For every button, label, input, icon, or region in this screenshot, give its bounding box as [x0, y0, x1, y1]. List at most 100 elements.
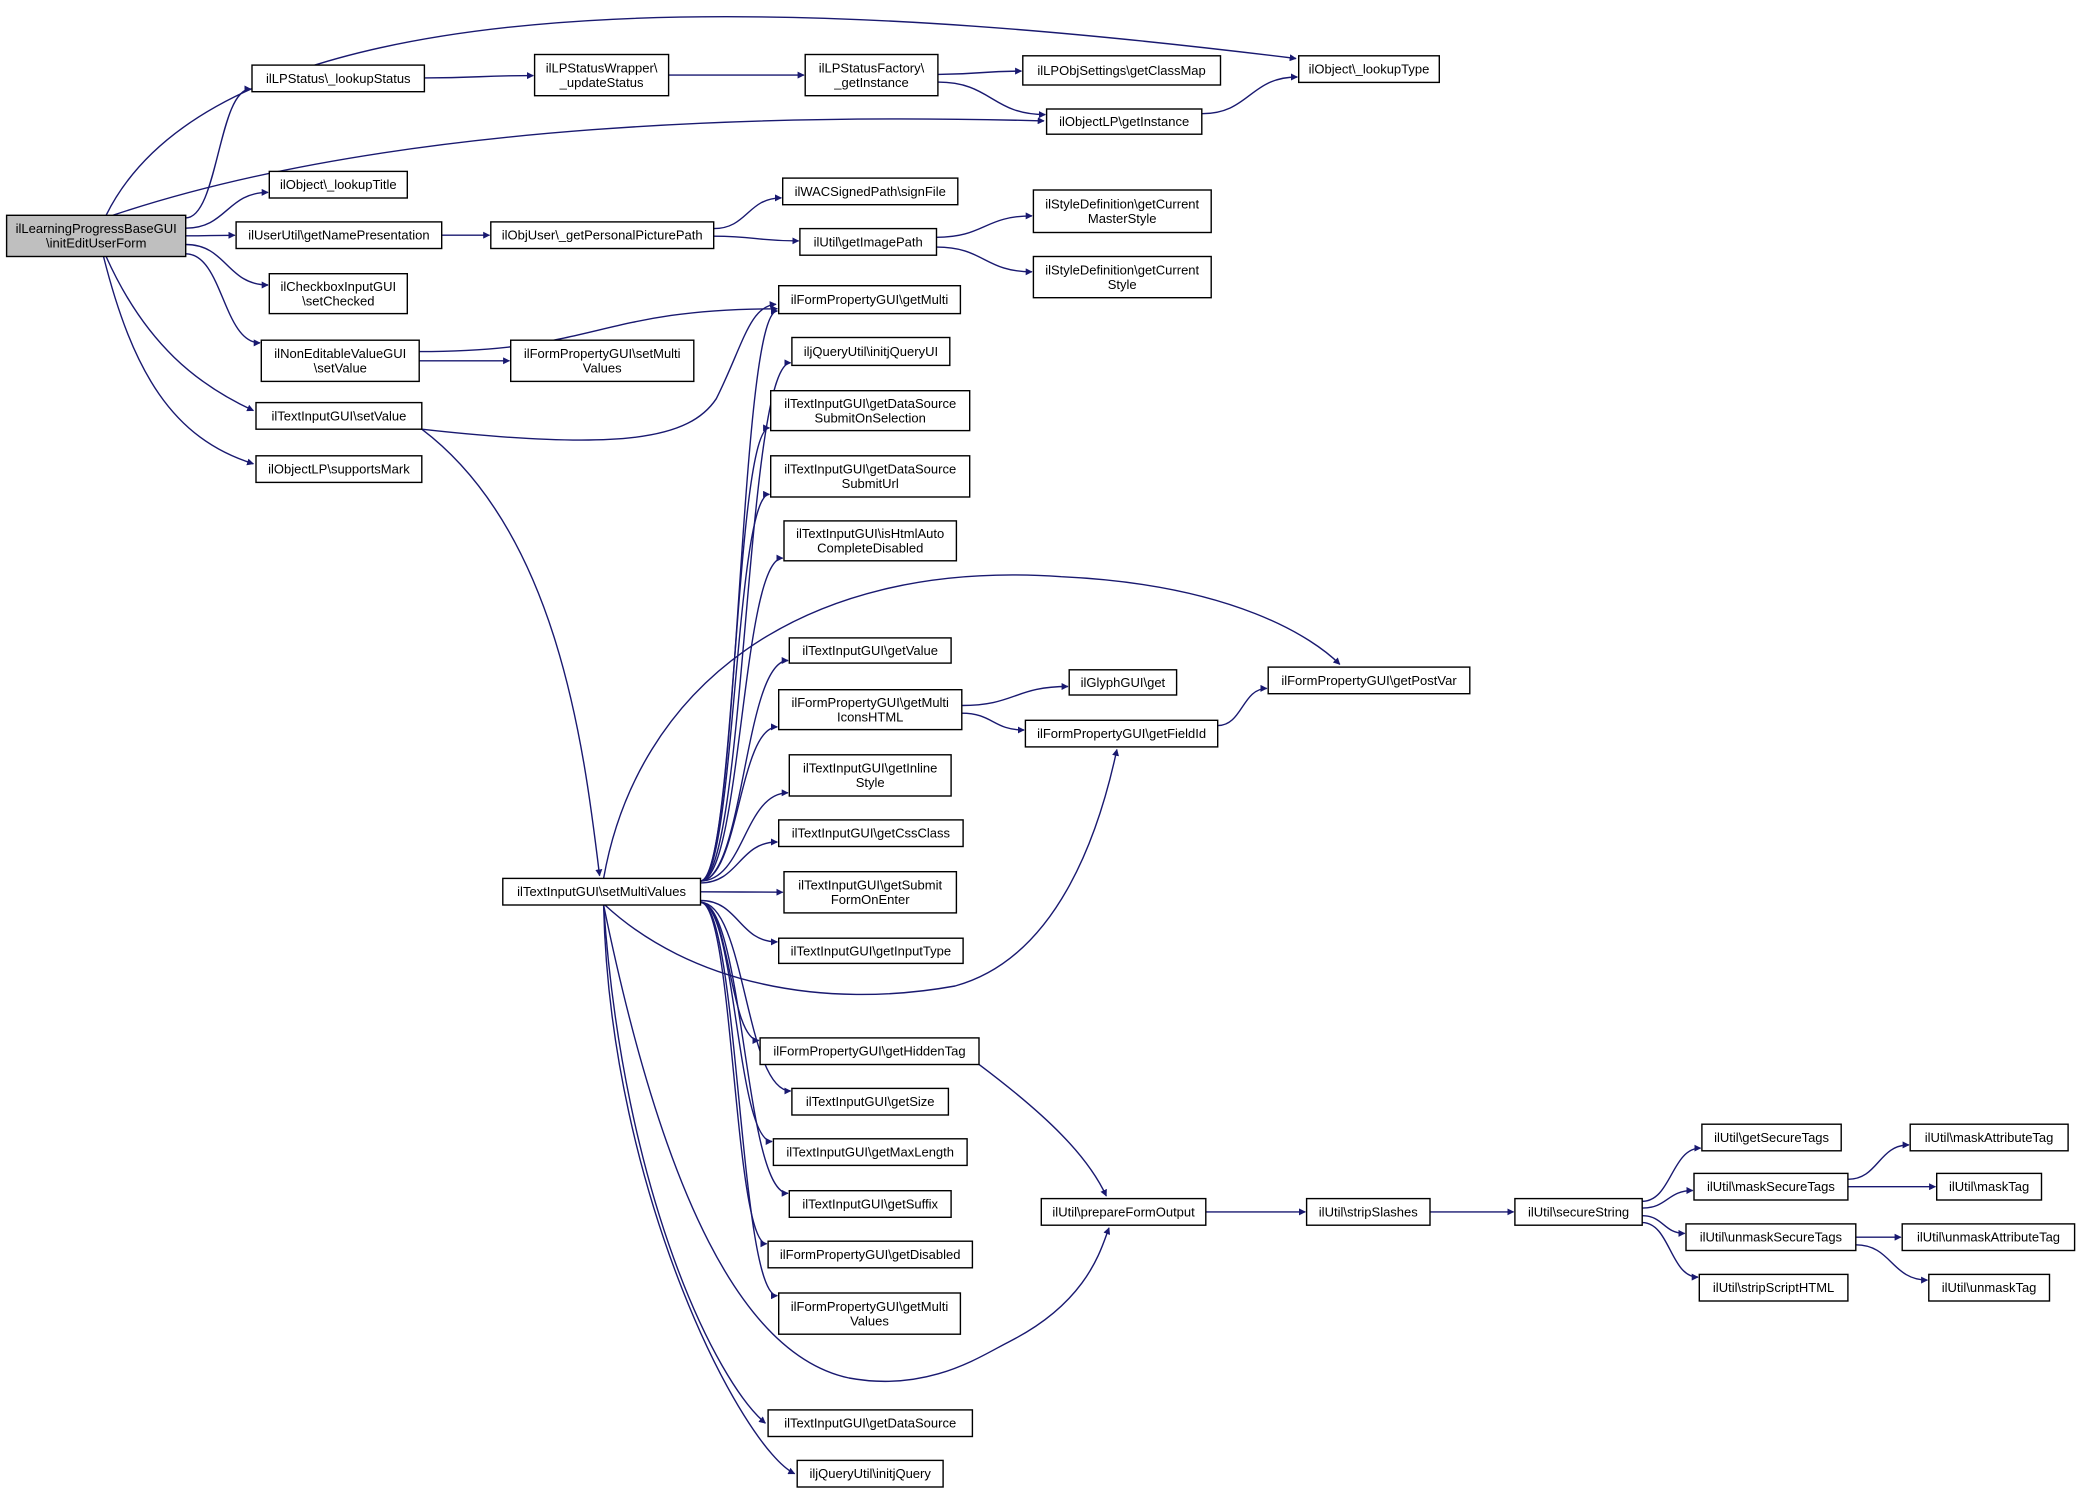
- function-node[interactable]: ilTextInputGUI\getMaxLength: [772, 1138, 968, 1167]
- node-label: ilTextInputGUI\getDataSource: [784, 396, 956, 411]
- function-node[interactable]: ilObject\_lookupType: [1297, 55, 1440, 84]
- function-node[interactable]: ilTextInputGUI\setMultiValues: [502, 877, 702, 906]
- function-node[interactable]: ilTextInputGUI\getSuffix: [788, 1189, 952, 1218]
- function-node[interactable]: ilTextInputGUI\getSize: [791, 1087, 950, 1116]
- function-node[interactable]: ilFormPropertyGUI\getHiddenTag: [759, 1037, 980, 1066]
- call-edge: [602, 574, 1341, 879]
- node-box: [1514, 1197, 1643, 1226]
- node-box: [235, 221, 443, 250]
- node-label: ilTextInputGUI\getDataSource: [784, 462, 956, 477]
- function-node[interactable]: iljQueryUtil\initjQuery: [796, 1459, 944, 1488]
- node-box: [791, 336, 951, 367]
- node-label: iljQueryUtil\initjQuery: [810, 1466, 932, 1481]
- node-box: [1901, 1223, 2076, 1252]
- function-node[interactable]: ilUtil\getSecureTags: [1701, 1123, 1842, 1152]
- function-node[interactable]: ilUtil\maskTag: [1935, 1172, 2043, 1201]
- node-box: [1305, 1197, 1431, 1226]
- call-edge: [105, 16, 1297, 216]
- call-edge: [700, 901, 792, 1095]
- call-edge: [700, 901, 789, 1197]
- function-node[interactable]: ilUtil\unmaskTag: [1928, 1273, 2051, 1302]
- function-node[interactable]: ilCheckboxInputGUI\setChecked: [268, 273, 408, 315]
- node-label: ilUtil\secureString: [1528, 1204, 1629, 1219]
- node-box: [490, 221, 715, 250]
- function-node[interactable]: ilTextInputGUI\getInputType: [778, 937, 964, 965]
- function-node[interactable]: ilUserUtil\getNamePresentation: [235, 221, 443, 250]
- function-node[interactable]: ilLPStatusFactory\_getInstance: [804, 53, 939, 97]
- node-label: ilUtil\maskSecureTags: [1707, 1179, 1835, 1194]
- node-label: ilTextInputGUI\isHtmlAuto: [796, 526, 944, 541]
- call-edge: [700, 359, 792, 882]
- function-node[interactable]: ilObjectLP\supportsMark: [255, 455, 423, 484]
- node-label: ilUtil\getImagePath: [814, 234, 923, 249]
- node-label: FormOnEnter: [831, 892, 910, 907]
- node-box: [1698, 1273, 1849, 1302]
- node-box: [1032, 255, 1212, 299]
- node-box: [759, 1037, 980, 1066]
- function-node[interactable]: ilTextInputGUI\getDataSource: [767, 1409, 974, 1438]
- node-label: ilTextInputGUI\getInputType: [791, 943, 951, 958]
- function-node[interactable]: ilUtil\maskSecureTags: [1693, 1172, 1849, 1201]
- node-label: ilLearningProgressBaseGUI: [16, 221, 177, 236]
- function-node[interactable]: ilUtil\maskAttributeTag: [1909, 1123, 2069, 1152]
- node-label: Values: [583, 361, 622, 376]
- call-edge: [1847, 1141, 1910, 1180]
- function-node[interactable]: ilObjectLP\getInstance: [1045, 108, 1203, 135]
- function-node[interactable]: ilFormPropertyGUI\getDisabled: [767, 1240, 974, 1269]
- node-label: ilUserUtil\getNamePresentation: [248, 228, 429, 243]
- node-label: ilTextInputGUI\getSize: [806, 1094, 935, 1109]
- function-node[interactable]: ilLPObjSettings\getClassMap: [1022, 55, 1222, 86]
- function-node[interactable]: ilUtil\stripScriptHTML: [1698, 1273, 1849, 1302]
- node-label: Values: [850, 1313, 889, 1328]
- function-node[interactable]: ilGlyphGUI\get: [1068, 669, 1178, 696]
- function-node[interactable]: ilUtil\stripSlashes: [1305, 1197, 1431, 1226]
- function-node[interactable]: ilLPStatusWrapper\_updateStatus: [533, 53, 670, 97]
- call-edge: [713, 235, 800, 245]
- call-edge: [713, 194, 782, 230]
- node-label: ilLPStatus\_lookupStatus: [266, 71, 411, 86]
- node-box: [255, 401, 423, 430]
- function-node[interactable]: ilUtil\unmaskSecureTags: [1685, 1223, 1857, 1252]
- call-edge: [700, 838, 778, 884]
- node-label: ilUtil\unmaskTag: [1942, 1280, 2037, 1295]
- function-node[interactable]: ilFormPropertyGUI\setMultiValues: [510, 339, 695, 383]
- root-function-node[interactable]: ilLearningProgressBaseGUI\initEditUserFo…: [5, 214, 187, 258]
- function-node[interactable]: ilTextInputGUI\getCssClass: [778, 819, 964, 848]
- function-node[interactable]: ilUtil\prepareFormOutput: [1040, 1197, 1207, 1226]
- function-node[interactable]: iljQueryUtil\initjQueryUI: [791, 336, 951, 367]
- node-label: _getInstance: [833, 75, 908, 90]
- node-label: ilLPStatusFactory\: [819, 60, 925, 75]
- call-edge: [604, 748, 1120, 996]
- function-node[interactable]: ilFormPropertyGUI\getPostVar: [1267, 666, 1471, 695]
- function-node[interactable]: ilFormPropertyGUI\getMulti: [778, 285, 962, 315]
- function-node[interactable]: ilFormPropertyGUI\getFieldId: [1024, 719, 1219, 748]
- node-box: [770, 455, 971, 498]
- function-node[interactable]: ilUtil\getImagePath: [799, 227, 938, 256]
- function-node[interactable]: ilTextInputGUI\setValue: [255, 401, 423, 430]
- function-node[interactable]: ilLPStatus\_lookupStatus: [251, 64, 426, 93]
- node-box: [502, 877, 702, 906]
- node-label: ilNonEditableValueGUI: [274, 346, 406, 361]
- function-node[interactable]: ilObject\_lookupTitle: [268, 170, 408, 199]
- node-label: CompleteDisabled: [817, 541, 923, 556]
- node-label: ilUtil\stripScriptHTML: [1713, 1280, 1834, 1295]
- node-label: MasterStyle: [1088, 211, 1157, 226]
- function-node[interactable]: ilUtil\secureString: [1514, 1197, 1643, 1226]
- function-node[interactable]: ilTextInputGUI\getDataSourceSubmitOnSele…: [770, 390, 971, 432]
- function-node[interactable]: ilUtil\unmaskAttributeTag: [1901, 1223, 2076, 1252]
- call-edges: [102, 16, 1937, 1475]
- call-edge: [1217, 684, 1268, 727]
- function-node[interactable]: ilNonEditableValueGUI\setValue: [260, 339, 420, 383]
- function-node[interactable]: ilWACSignedPath\signFile: [782, 177, 959, 206]
- function-node[interactable]: ilTextInputGUI\getValue: [788, 637, 952, 664]
- node-label: ilObjectLP\supportsMark: [268, 462, 410, 477]
- function-node[interactable]: ilObjUser\_getPersonalPicturePath: [490, 221, 715, 250]
- function-node[interactable]: ilTextInputGUI\isHtmlAutoCompleteDisable…: [783, 520, 958, 562]
